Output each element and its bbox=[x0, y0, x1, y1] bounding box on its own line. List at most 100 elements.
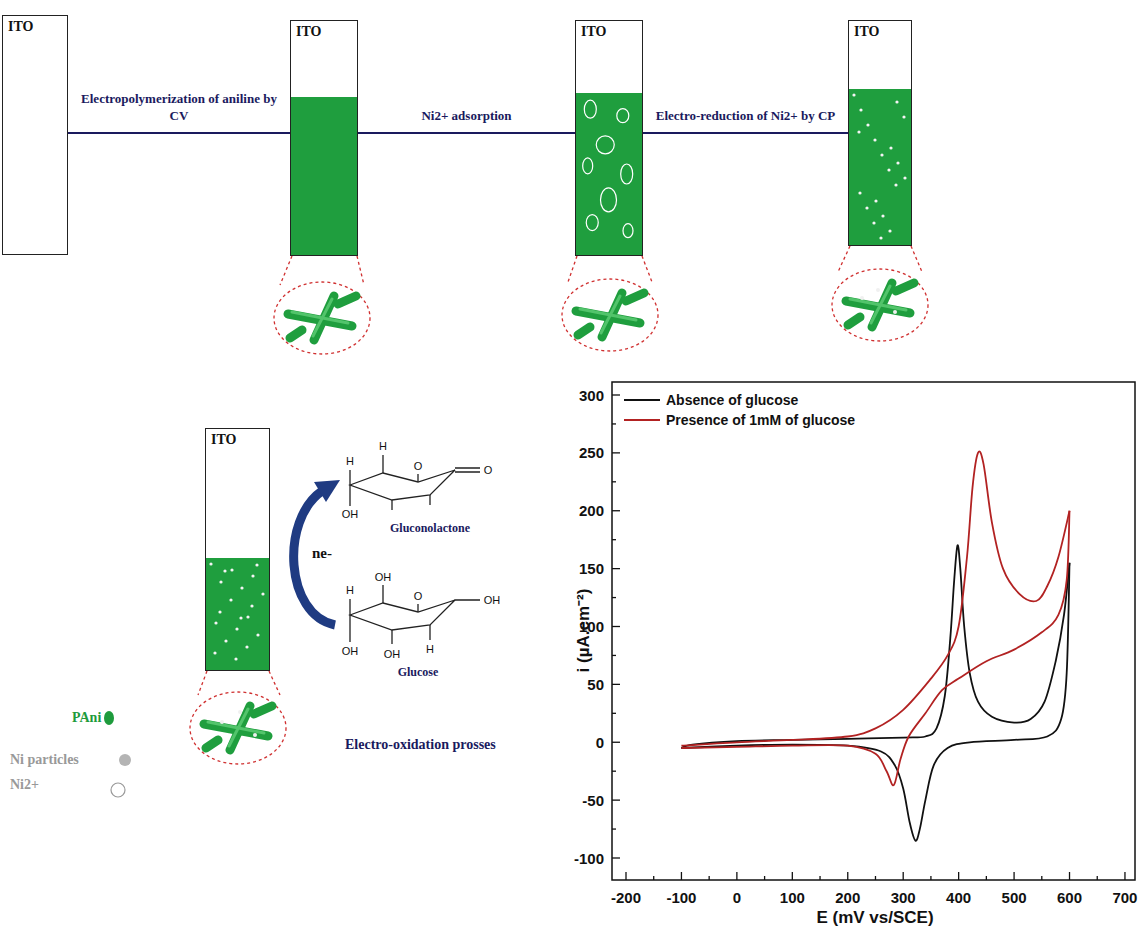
x-tick bbox=[903, 872, 904, 880]
y-tick bbox=[612, 713, 616, 714]
text-label: ne- bbox=[312, 545, 332, 562]
ni-ion bbox=[601, 188, 617, 212]
electrode-label: ITO bbox=[3, 16, 38, 38]
ni-particle bbox=[902, 115, 905, 118]
y-tick bbox=[612, 626, 620, 627]
ni-particle bbox=[245, 645, 248, 648]
drawing-part bbox=[190, 692, 286, 764]
ni-particle bbox=[224, 639, 227, 642]
x-tick bbox=[875, 876, 876, 880]
tick-label: 250 bbox=[579, 444, 604, 461]
ni-particle bbox=[240, 586, 243, 589]
ni-ion bbox=[584, 100, 596, 118]
tick-label: -100 bbox=[666, 889, 696, 906]
ni-particle bbox=[218, 610, 221, 613]
drawing-part bbox=[274, 282, 370, 354]
drawing-part bbox=[253, 733, 257, 737]
x-tick bbox=[1097, 876, 1098, 880]
y-tick bbox=[612, 597, 616, 598]
drawing-part bbox=[911, 246, 922, 272]
ni-particle bbox=[251, 574, 254, 577]
electrode-label: ITO bbox=[206, 429, 241, 451]
ni-particle bbox=[209, 562, 212, 565]
electron-arrow bbox=[294, 480, 340, 625]
electrode-label: ITO bbox=[576, 21, 611, 43]
text-label: Electro-oxidation prosses bbox=[345, 737, 496, 753]
ni-particle bbox=[857, 130, 860, 133]
drawing-part bbox=[876, 288, 880, 292]
legend-text: Ni2+ bbox=[10, 777, 39, 793]
x-tick bbox=[709, 876, 710, 880]
legend-line-black bbox=[624, 399, 660, 401]
cv-curves bbox=[681, 451, 1069, 840]
ni-particle bbox=[230, 568, 233, 571]
drawing-part bbox=[846, 283, 914, 327]
drawing-part bbox=[576, 293, 644, 337]
ni-particle bbox=[889, 146, 892, 149]
film-particles bbox=[206, 558, 268, 670]
atom-label: H bbox=[379, 440, 387, 452]
legend-line-red bbox=[624, 419, 660, 421]
text-label: Glucose bbox=[398, 665, 439, 680]
drawing-part bbox=[568, 256, 577, 282]
axis-ticks bbox=[612, 395, 1125, 880]
axis-title: E (mV vs/SCE) bbox=[816, 908, 933, 928]
x-tick bbox=[847, 872, 848, 880]
ni-particle bbox=[894, 183, 897, 186]
tick-label: 0 bbox=[733, 889, 741, 906]
ito-electrode: ITO bbox=[205, 428, 270, 671]
ni-particle bbox=[858, 191, 861, 194]
ni-particle bbox=[256, 633, 259, 636]
x-tick bbox=[1041, 876, 1042, 880]
ni-particle bbox=[872, 221, 875, 224]
x-tick bbox=[958, 872, 959, 880]
ni-ion bbox=[621, 164, 633, 184]
y-tick bbox=[612, 394, 620, 395]
cv-curve bbox=[681, 563, 1069, 841]
y-tick bbox=[612, 510, 620, 511]
tick-label: -100 bbox=[574, 850, 604, 867]
ni-particle bbox=[219, 580, 222, 583]
tick-label: 700 bbox=[1112, 889, 1137, 906]
ni-particle bbox=[859, 108, 862, 111]
ni-particle bbox=[234, 657, 237, 660]
x-tick bbox=[1069, 872, 1070, 880]
ni-particle bbox=[213, 651, 216, 654]
step-label: Ni2+ adsorption bbox=[419, 108, 513, 125]
y-tick bbox=[612, 423, 616, 424]
x-tick bbox=[930, 876, 931, 880]
ito-electrode: ITO bbox=[848, 20, 912, 246]
electrode-label: ITO bbox=[849, 21, 884, 43]
ni-particle bbox=[229, 598, 232, 601]
drawing-part bbox=[832, 269, 928, 341]
ni-particle bbox=[874, 199, 877, 202]
atom-label: OH bbox=[342, 645, 359, 657]
drawing-part bbox=[350, 470, 455, 500]
tick-label: 400 bbox=[946, 889, 971, 906]
film-particles bbox=[849, 89, 910, 245]
atom-label: O bbox=[414, 590, 423, 602]
drawing-part bbox=[294, 491, 335, 625]
tick-label: 200 bbox=[835, 889, 860, 906]
ni-particle bbox=[888, 229, 891, 232]
tick-label: 100 bbox=[780, 889, 805, 906]
ni-particle bbox=[866, 123, 869, 126]
ni-particle bbox=[261, 592, 264, 595]
step-label: Electro-reduction of Ni2+ by CP bbox=[654, 108, 838, 125]
process-line bbox=[358, 132, 575, 134]
atom-label: H bbox=[426, 643, 434, 655]
atom-label: OH bbox=[484, 594, 501, 606]
x-tick bbox=[792, 872, 793, 880]
drawing-part bbox=[220, 720, 224, 724]
x-tick bbox=[736, 872, 737, 880]
ni-particle bbox=[895, 100, 898, 103]
ni-particle bbox=[246, 615, 249, 618]
ni-particle bbox=[239, 616, 242, 619]
ito-electrode: ITO bbox=[575, 20, 643, 256]
x-tick bbox=[986, 876, 987, 880]
x-tick bbox=[764, 876, 765, 880]
drawing-part bbox=[455, 468, 480, 472]
ni-particle bbox=[887, 168, 890, 171]
